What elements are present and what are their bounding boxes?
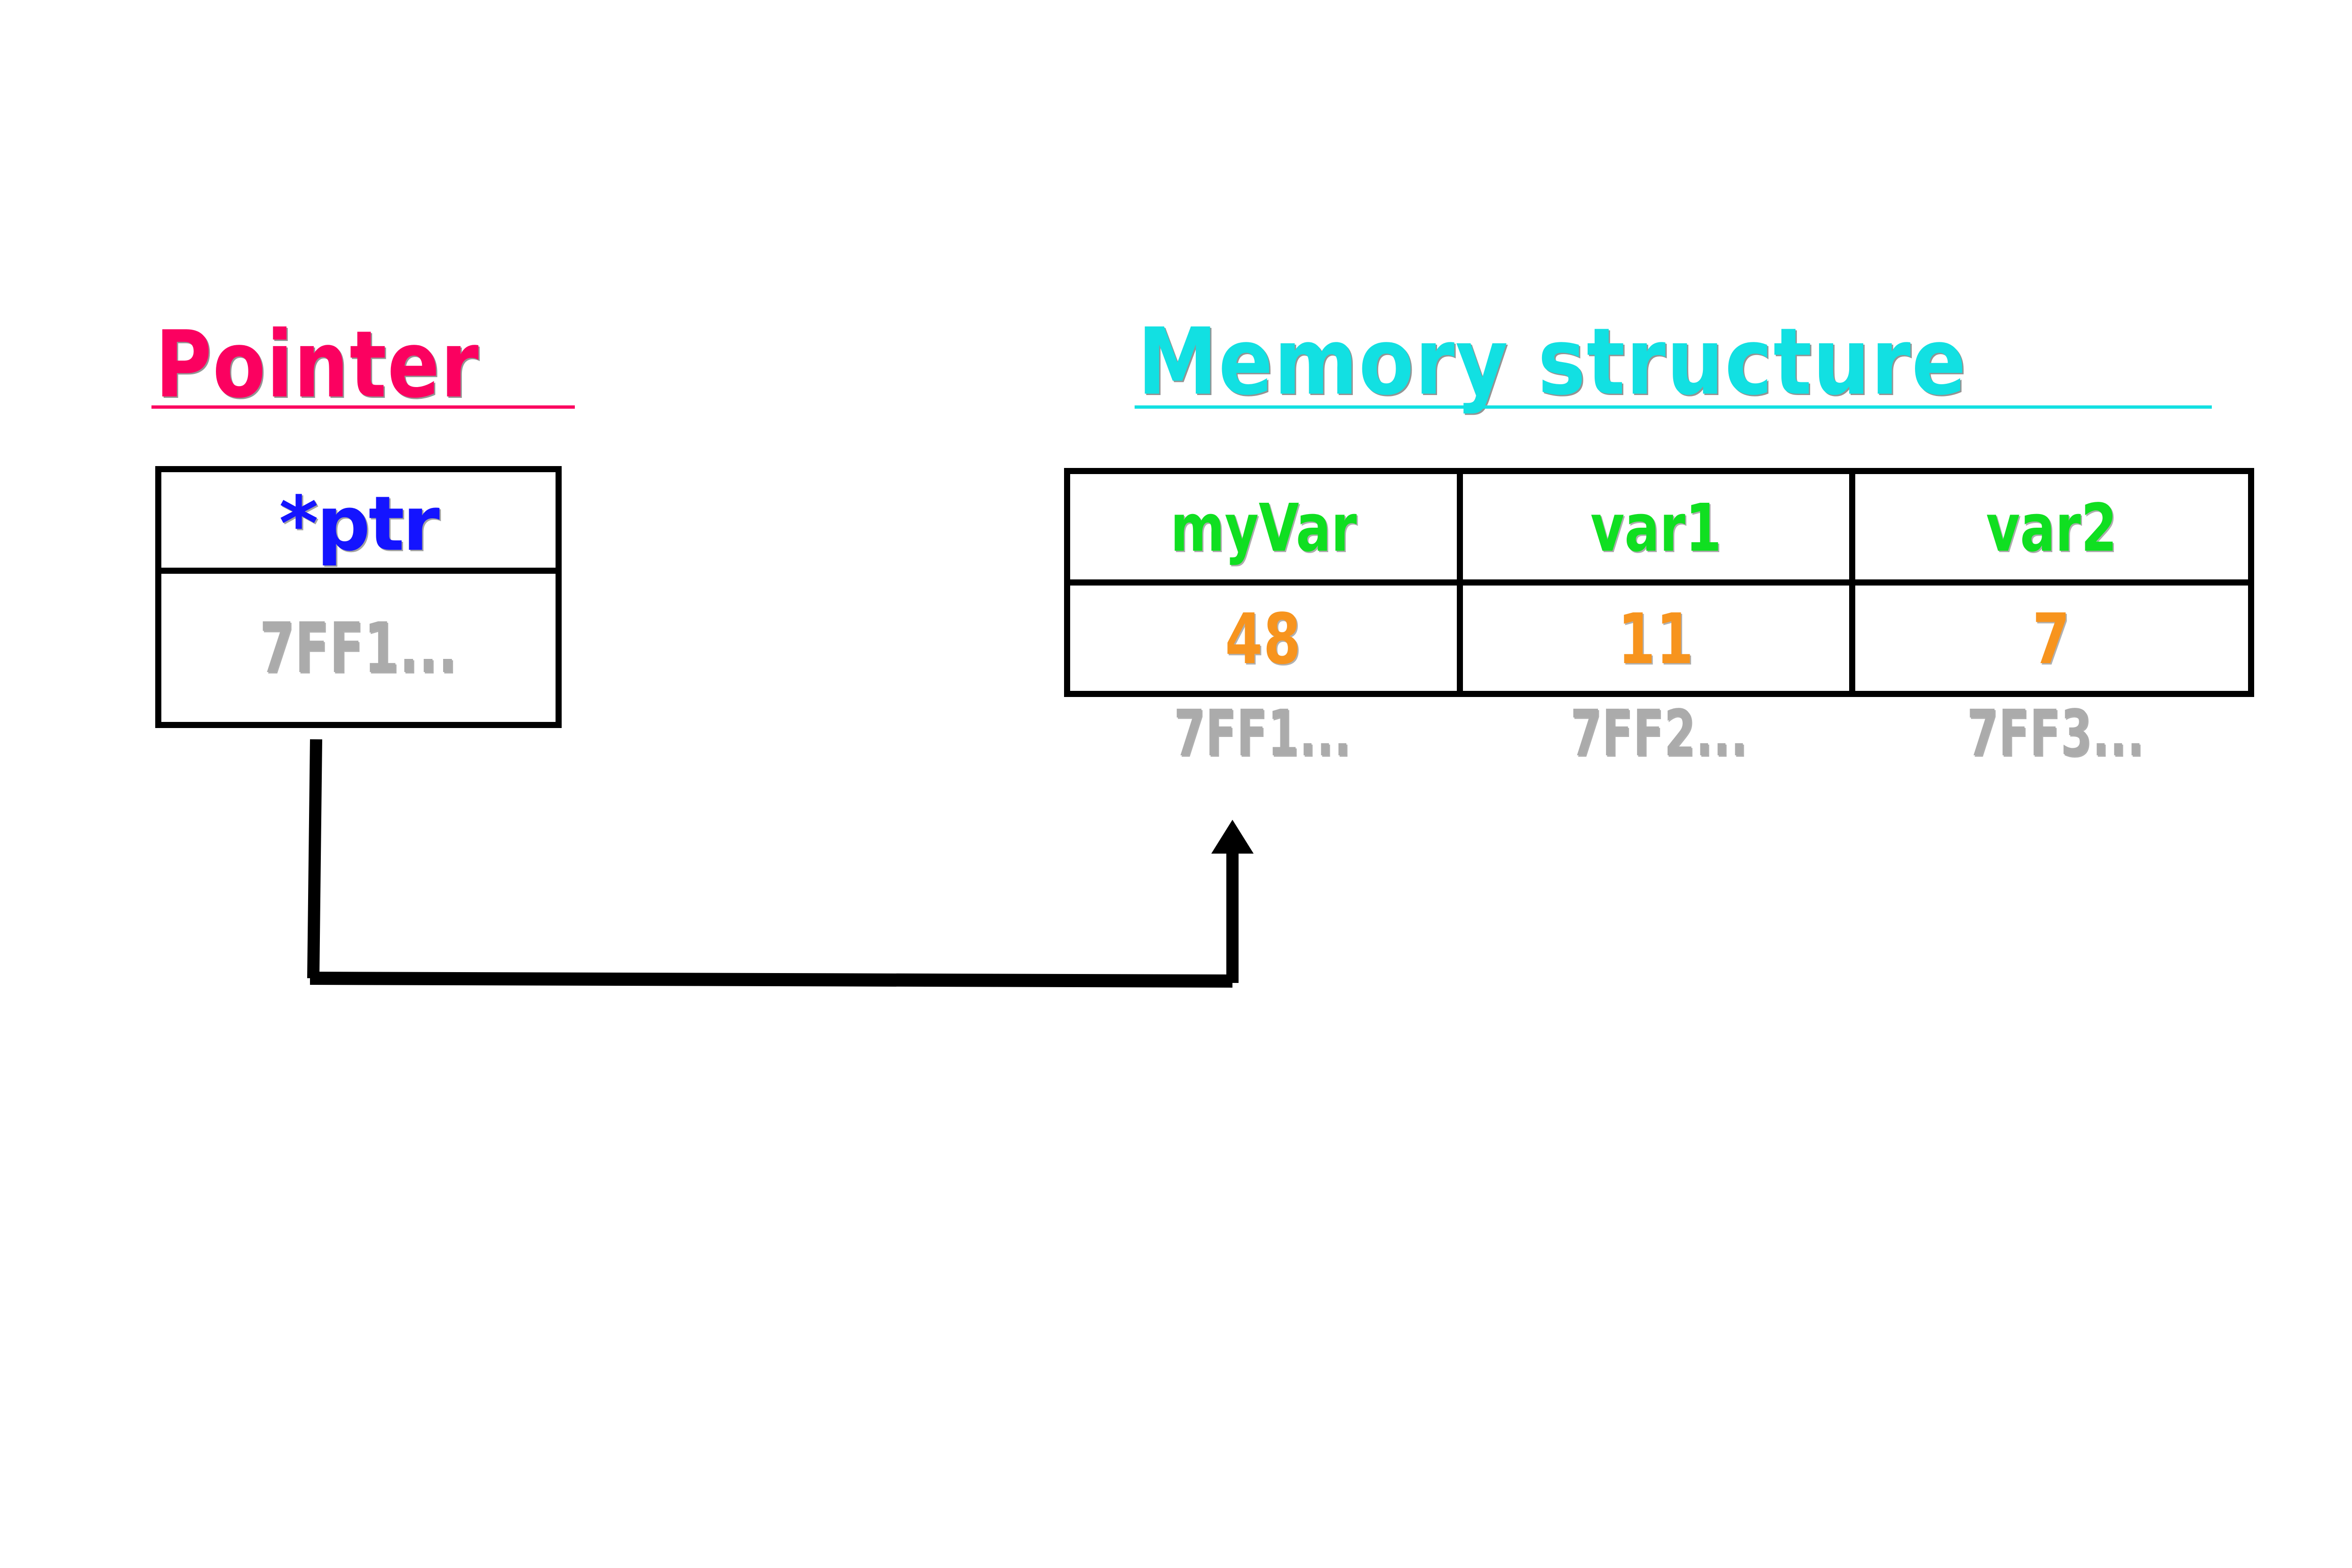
variable-name-label: myVar [1170, 490, 1357, 567]
variable-value-label: 48 [1225, 599, 1302, 680]
memory-address-slot-1: 7FF2... [1461, 702, 1857, 766]
memory-address-label: 7FF2... [1570, 697, 1748, 771]
memory-cell-name-1: var1 [1463, 474, 1856, 579]
memory-table-name-row: myVar var1 var2 [1070, 474, 2248, 586]
memory-address-label: 7FF3... [1967, 697, 2145, 771]
memory-structure-heading-underline [1135, 405, 2212, 409]
pointer-box: *ptr 7FF1... [155, 466, 562, 728]
memory-structure-heading: Memory structure [1137, 309, 1967, 416]
memory-cell-name-0: myVar [1070, 474, 1463, 579]
pointer-address-cell: 7FF1... [161, 574, 556, 722]
variable-value-label: 7 [2032, 599, 2071, 680]
memory-address-slot-2: 7FF3... [1858, 702, 2254, 766]
memory-cell-value-0: 48 [1070, 586, 1463, 691]
memory-table-value-row: 48 11 7 [1070, 586, 2248, 691]
memory-cell-value-1: 11 [1463, 586, 1856, 691]
memory-cell-name-2: var2 [1855, 474, 2248, 579]
pointer-name-label: *ptr [279, 479, 440, 568]
memory-table: myVar var1 var2 48 11 7 [1064, 468, 2254, 697]
pointer-heading-underline [151, 405, 575, 409]
pointer-heading: Pointer [155, 311, 480, 419]
pointer-name-cell: *ptr [161, 472, 556, 574]
variable-name-label: var2 [1986, 490, 2118, 567]
variable-name-label: var1 [1590, 490, 1722, 567]
memory-address-row: 7FF1... 7FF2... 7FF3... [1064, 702, 2254, 766]
pointer-stored-address-label: 7FF1... [259, 607, 458, 689]
memory-cell-value-2: 7 [1855, 586, 2248, 691]
variable-value-label: 11 [1618, 599, 1694, 680]
memory-address-label: 7FF1... [1173, 697, 1351, 771]
memory-address-slot-0: 7FF1... [1064, 702, 1461, 766]
